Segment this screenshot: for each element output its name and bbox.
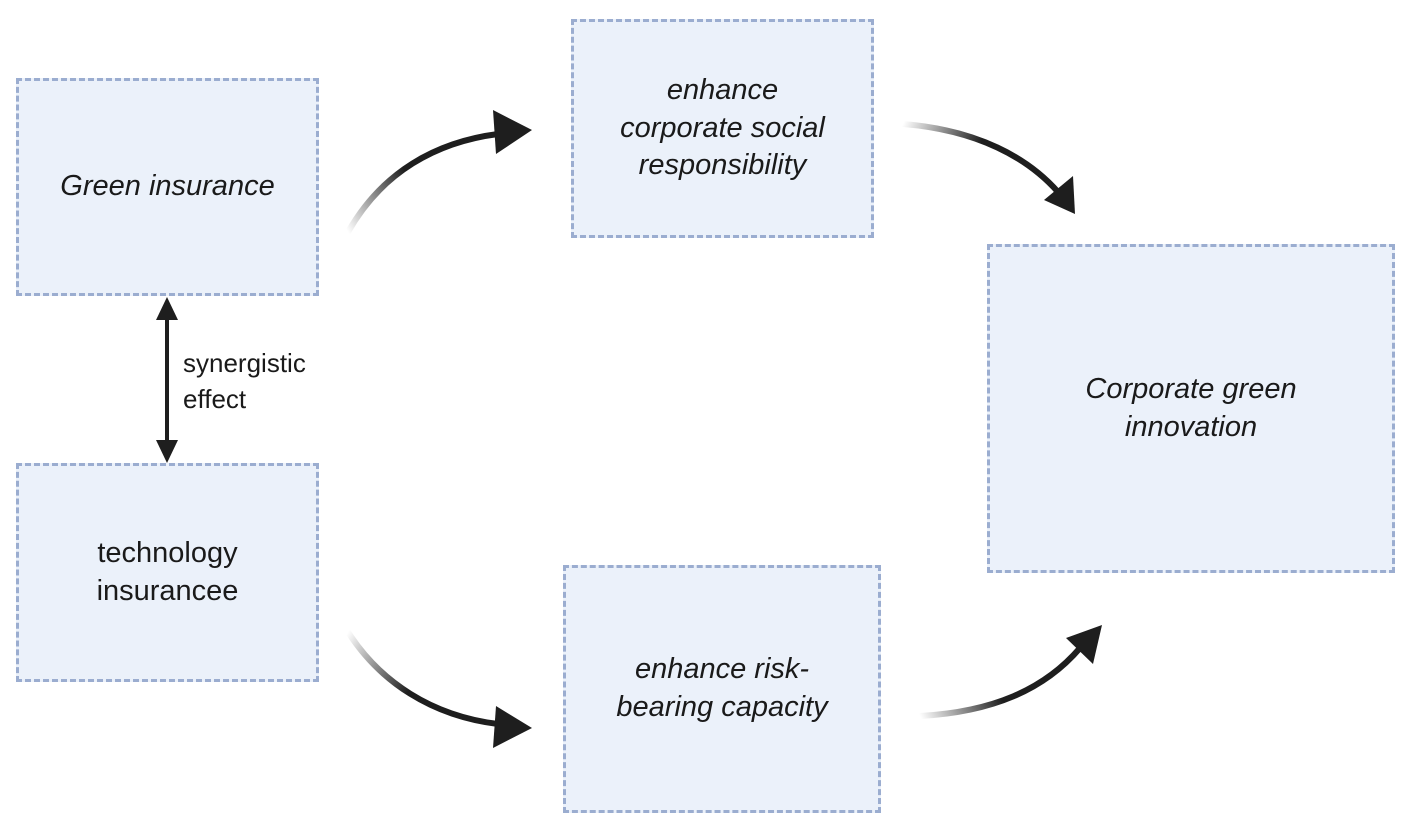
node-technology-insurancee-label: technology insurancee: [96, 536, 239, 607]
node-enhance-risk: enhance risk- bearing capacity: [563, 565, 881, 813]
arrow-csr-to-innovation: [900, 121, 1075, 214]
node-technology-insurancee: technology insurancee: [16, 463, 319, 682]
synergy-double-arrow: [156, 297, 178, 463]
node-green-insurance-label: Green insurance: [60, 170, 275, 203]
node-corporate-green-innovation: Corporate green innovation: [987, 244, 1395, 573]
arrow-green-to-csr: [345, 110, 532, 235]
node-enhance-risk-label: enhance risk- bearing capacity: [616, 653, 828, 723]
node-corporate-green-innovation-label: Corporate green innovation: [1085, 372, 1297, 443]
node-enhance-csr-label: enhance corporate social responsibility: [620, 73, 825, 182]
node-enhance-csr: enhance corporate social responsibility: [571, 19, 874, 238]
arrow-tech-to-risk: [345, 629, 532, 748]
arrow-risk-to-innovation: [917, 625, 1102, 719]
synergistic-effect-label: synergistic effect: [183, 348, 306, 415]
node-green-insurance: Green insurance: [16, 78, 319, 296]
